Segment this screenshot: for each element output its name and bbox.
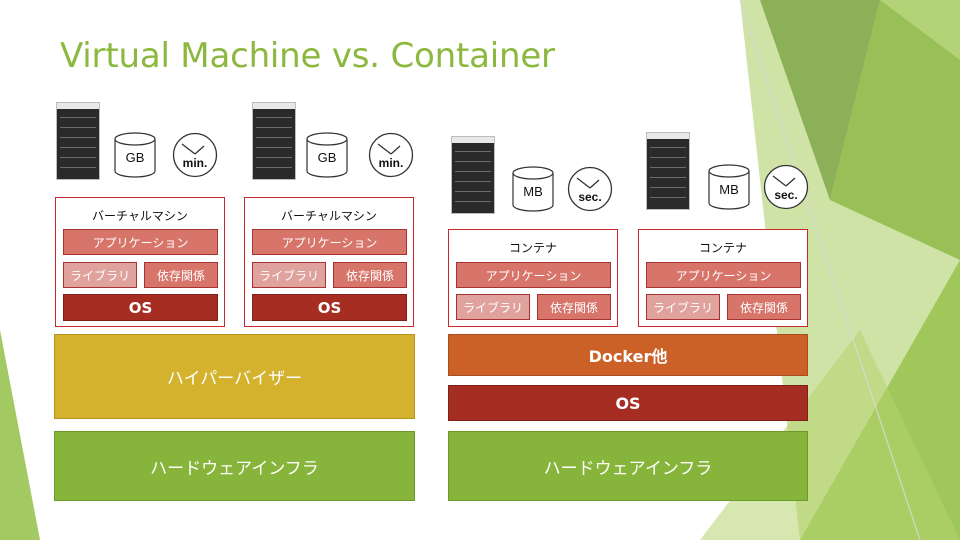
virtual-machine-box: バーチャルマシン アプリケーション ライブラリ 依存関係 OS [55,197,225,327]
application-layer: アプリケーション [252,229,407,255]
clock-icon: sec. [763,164,809,210]
docker-layer: Docker他 [448,334,808,376]
library-layer: ライブラリ [646,294,720,320]
container-label: コンテナ [698,241,747,255]
dependency-layer: 依存関係 [144,262,218,288]
dependency-layer: 依存関係 [727,294,801,320]
clock-icon: min. [368,132,414,178]
guest-os-layer: OS [252,294,407,321]
library-layer: ライブラリ [63,262,137,288]
library-layer: ライブラリ [456,294,530,320]
container-label: コンテナ [508,241,557,255]
hypervisor-layer: ハイパーバイザー [54,334,415,419]
host-os-layer: OS [448,385,808,421]
app-screenshot [252,102,296,180]
virtual-machine-label: バーチャルマシン [92,209,188,223]
clock-icon: min. [172,132,218,178]
database-icon: MB [512,166,554,212]
size-label: MB [523,184,543,199]
library-layer: ライブラリ [252,262,326,288]
application-layer: アプリケーション [456,262,611,288]
database-icon: GB [306,132,348,178]
size-label: MB [719,182,739,197]
guest-os-layer: OS [63,294,218,321]
time-label: sec. [774,188,798,202]
time-label: sec. [578,190,602,204]
page-title: Virtual Machine vs. Container [60,36,555,76]
app-screenshot [646,132,690,210]
dependency-layer: 依存関係 [333,262,407,288]
clock-icon: sec. [567,166,613,212]
app-screenshot [56,102,100,180]
hardware-layer: ハードウェアインフラ [54,431,415,501]
container-box: コンテナ アプリケーション ライブラリ 依存関係 [638,229,808,327]
virtual-machine-label: バーチャルマシン [281,209,377,223]
application-layer: アプリケーション [63,229,218,255]
time-label: min. [182,156,208,170]
database-icon: GB [114,132,156,178]
database-icon: MB [708,164,750,210]
container-box: コンテナ アプリケーション ライブラリ 依存関係 [448,229,618,327]
app-screenshot [451,136,495,214]
dependency-layer: 依存関係 [537,294,611,320]
application-layer: アプリケーション [646,262,801,288]
hardware-layer: ハードウェアインフラ [448,431,808,501]
size-label: GB [125,150,145,165]
size-label: GB [317,150,337,165]
virtual-machine-box: バーチャルマシン アプリケーション ライブラリ 依存関係 OS [244,197,414,327]
time-label: min. [378,156,404,170]
